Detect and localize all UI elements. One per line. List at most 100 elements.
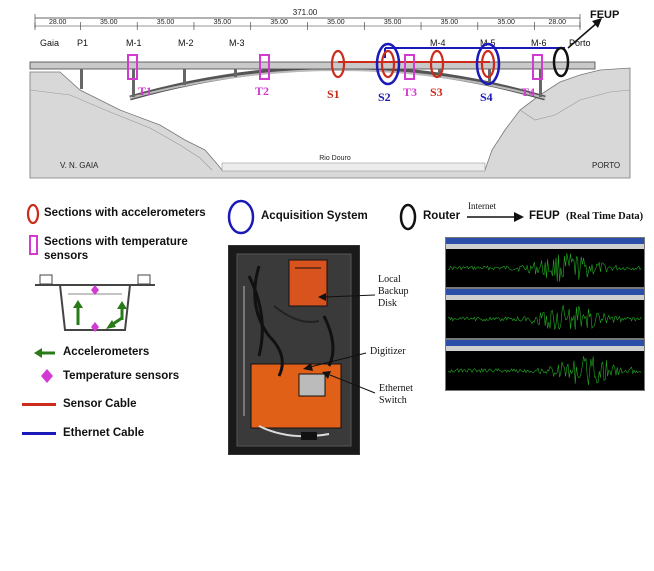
signal-window-1-titlebar — [446, 238, 644, 244]
signal-waveform — [447, 304, 642, 330]
river-bed — [221, 162, 486, 172]
span-length-label: 28.00 — [49, 19, 67, 26]
legend-router: Router — [423, 210, 461, 222]
pier-m4 — [438, 69, 441, 77]
label-s4: S4 — [480, 90, 493, 104]
accelerometer-arrow-horizontal — [106, 320, 116, 329]
span-labels: 28.00 35.00 35.00 35.00 35.00 35.00 35.00 35.00… — [49, 19, 566, 26]
feup-top-label: FEUP — [590, 9, 619, 21]
signal-waveform — [447, 253, 642, 282]
label-backup-l2: Backup — [378, 286, 409, 297]
legend-internet: Internet — [468, 201, 496, 211]
accelerometer-arrow-left — [73, 300, 83, 308]
temperature-section-t3 — [404, 54, 415, 80]
internet-arrow-icon — [467, 212, 524, 222]
legend-temperature-sections-l1: Sections with temperature — [44, 236, 188, 248]
signal-trace-2 — [447, 304, 642, 330]
label-s2: S2 — [378, 90, 391, 104]
photo-callout-arrows — [303, 293, 376, 394]
legend-feup: FEUP — [529, 210, 560, 222]
acquisition-ring-s4 — [475, 42, 501, 86]
label-t1: T1 — [138, 84, 152, 98]
support-label-p1: P1 — [77, 38, 88, 48]
signal-trace-3 — [447, 356, 642, 386]
deck-cross-section — [35, 274, 155, 332]
support-label-porto: Porto — [569, 38, 591, 48]
cabinet-illustration — [229, 246, 359, 454]
accelerometer-arrow-right — [117, 301, 127, 309]
label-t2: T2 — [255, 84, 269, 98]
temperature-section-t4 — [532, 54, 543, 80]
signal-window-1-toolbar — [446, 244, 644, 249]
temp-sensor-top — [91, 285, 99, 295]
legend-ethernet-cable: Ethernet Cable — [63, 427, 145, 439]
label-s3: S3 — [430, 85, 443, 99]
signal-window-3-toolbar — [446, 346, 644, 351]
signal-trace-1 — [447, 253, 642, 282]
label-switch-l2: Switch — [379, 395, 407, 406]
signal-window-3 — [445, 339, 645, 391]
signal-window-2 — [445, 288, 645, 339]
signal-window-3-titlebar — [446, 340, 644, 346]
label-digitizer: Digitizer — [370, 346, 406, 357]
span-ticks — [34, 22, 581, 30]
accelerometer-section-s2 — [380, 49, 396, 79]
signal-window-2-toolbar — [446, 295, 644, 300]
span-length-label: 35.00 — [214, 19, 232, 26]
accelerometer-section-s1 — [330, 49, 346, 79]
bridge-deck — [29, 61, 596, 70]
temperature-sensor-icon — [41, 369, 53, 383]
ethernet-cable-swatch — [22, 432, 56, 435]
label-t4: T4 — [521, 85, 535, 99]
support-label-m1: M-1 — [126, 38, 142, 48]
router-ring — [552, 46, 570, 78]
temperature-box-icon — [29, 235, 38, 255]
feup-link-arrow — [567, 21, 599, 49]
accelerometer-ring-icon — [26, 203, 40, 225]
terrain-profile — [29, 67, 631, 179]
span-length-label: 35.00 — [497, 19, 515, 26]
temperature-section-t1 — [127, 54, 138, 80]
accelerometer-section-s3 — [429, 49, 445, 79]
span-length-label: 35.00 — [327, 19, 345, 26]
router-ring-icon — [399, 203, 417, 231]
span-length-label: 35.00 — [100, 19, 118, 26]
accelerometer-arrow-icon — [34, 348, 55, 358]
span-length-label: 35.00 — [157, 19, 175, 26]
acquisition-ring-icon — [227, 199, 255, 235]
legend-sensor-cable: Sensor Cable — [63, 398, 137, 410]
pier-m3 — [234, 69, 237, 77]
legend-temperature-sections-l2: sensors — [44, 250, 89, 262]
legend-accelerometer-sections: Sections with accelerometers — [44, 207, 206, 219]
accelerometer-section-s4 — [480, 49, 496, 79]
span-length-label: 35.00 — [270, 19, 288, 26]
support-label-m6: M-6 — [531, 38, 547, 48]
support-label-m4: M-4 — [430, 38, 446, 48]
temp-sensor-bottom — [91, 322, 99, 332]
label-backup-l3: Disk — [378, 298, 397, 309]
support-label-m2: M-2 — [178, 38, 194, 48]
label-t3: T3 — [403, 85, 417, 99]
signal-window-2-titlebar — [446, 289, 644, 295]
pier-p1 — [80, 69, 83, 89]
bridge-elevation: 371.00 28.00 35.00 35.00 35.00 35.00 35.00 35.… — [29, 8, 631, 179]
legend-realtime: (Real Time Data) — [566, 211, 644, 222]
label-switch-l1: Ethernet — [379, 383, 413, 394]
legend-acquisition-system: Acquisition System — [261, 210, 368, 222]
support-label-m3: M-3 — [229, 38, 245, 48]
signal-window-1 — [445, 237, 645, 288]
total-span-label: 371.00 — [293, 8, 318, 17]
span-length-label: 35.00 — [441, 19, 459, 26]
legend-accelerometers: Accelerometers — [63, 346, 150, 358]
pier-m2 — [183, 69, 186, 85]
label-right-bank: PORTO — [592, 161, 620, 170]
acquisition-cabinet-photo — [228, 245, 360, 455]
span-length-label: 35.00 — [384, 19, 402, 26]
legend-temperature-sensors: Temperature sensors — [63, 370, 180, 382]
support-label-gaia: Gaia — [40, 38, 59, 48]
signal-waveform — [447, 356, 642, 386]
pier-m6 — [539, 69, 542, 97]
acquisition-ring-s2 — [375, 42, 401, 86]
label-river: Rio Douro — [319, 155, 351, 162]
pier-m1 — [132, 69, 135, 97]
